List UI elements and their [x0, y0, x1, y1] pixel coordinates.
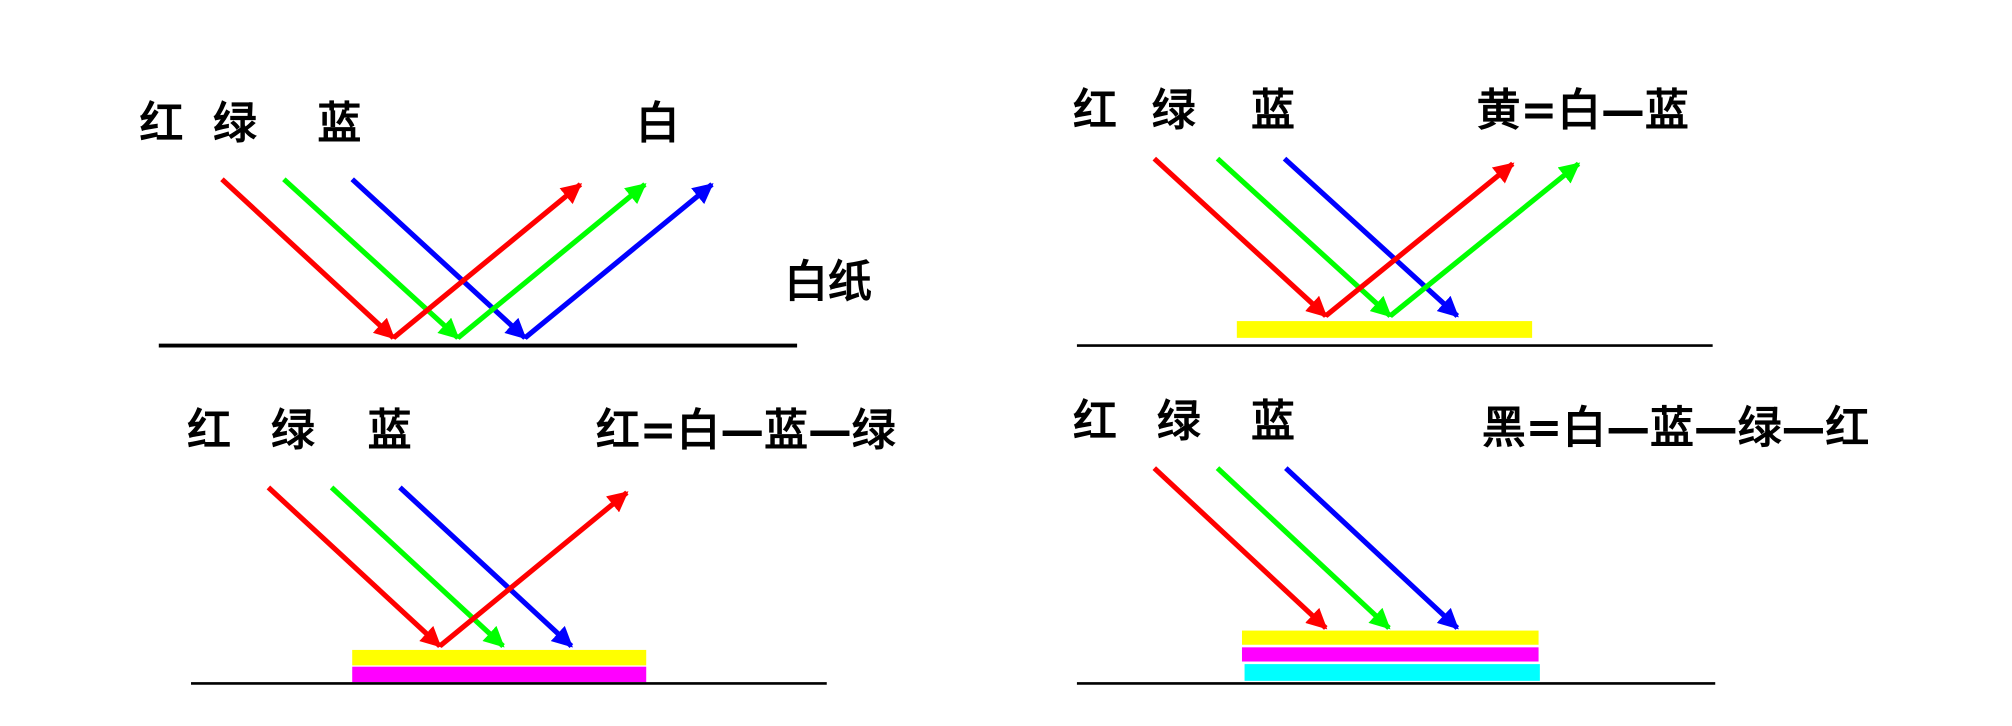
blue-incident-ray [1284, 466, 1460, 630]
magenta-layer [352, 666, 647, 683]
label-red: 红 [187, 405, 231, 456]
yellow-layer [1241, 630, 1539, 645]
result-label: 黑=白—蓝—绿—红 [1482, 402, 1869, 453]
blue-incident-ray [350, 177, 527, 340]
label-green: 绿 [271, 405, 315, 456]
red-incident-ray [1152, 466, 1328, 630]
red-incident-ray [266, 485, 442, 648]
red-incident-ray [220, 177, 396, 340]
blue-reflected-ray [523, 182, 714, 340]
cyan-layer [1244, 664, 1540, 681]
label-blue: 蓝 [1251, 85, 1295, 136]
panel-yellow: 红 绿 蓝 黄=白—蓝 [1073, 85, 1713, 347]
label-blue: 蓝 [368, 405, 412, 456]
green-reflected-ray [456, 182, 647, 340]
label-blue: 蓝 [317, 98, 361, 149]
surface-label: 白纸 [784, 257, 872, 308]
yellow-layer [352, 649, 647, 666]
result-label: 白 [636, 98, 680, 149]
label-red: 红 [139, 98, 183, 149]
panel-black: 红 绿 蓝 黑=白—蓝—绿—红 [1073, 396, 1869, 685]
yellow-layer [1236, 321, 1533, 338]
magenta-layer [1241, 647, 1539, 662]
red-reflected-ray [1324, 161, 1515, 318]
panel-white-paper: 红 绿 蓝 白 白纸 [139, 98, 872, 348]
label-blue: 蓝 [1251, 396, 1295, 447]
result-label: 黄=白—蓝 [1477, 85, 1689, 136]
blue-incident-ray [398, 485, 574, 648]
label-green: 绿 [1152, 85, 1196, 136]
green-incident-ray [1215, 466, 1391, 630]
label-green: 绿 [1157, 396, 1201, 447]
label-green: 绿 [213, 98, 257, 149]
green-reflected-ray [1388, 161, 1581, 318]
red-reflected-ray [438, 490, 629, 649]
red-reflected-ray [391, 182, 583, 340]
label-red: 红 [1073, 396, 1117, 447]
result-label: 红=白—蓝—绿 [596, 405, 896, 456]
blue-incident-ray [1282, 156, 1460, 318]
red-incident-ray [1152, 156, 1328, 318]
label-red: 红 [1073, 85, 1117, 136]
panel-red: 红 绿 蓝 红=白—蓝—绿 [187, 405, 896, 685]
